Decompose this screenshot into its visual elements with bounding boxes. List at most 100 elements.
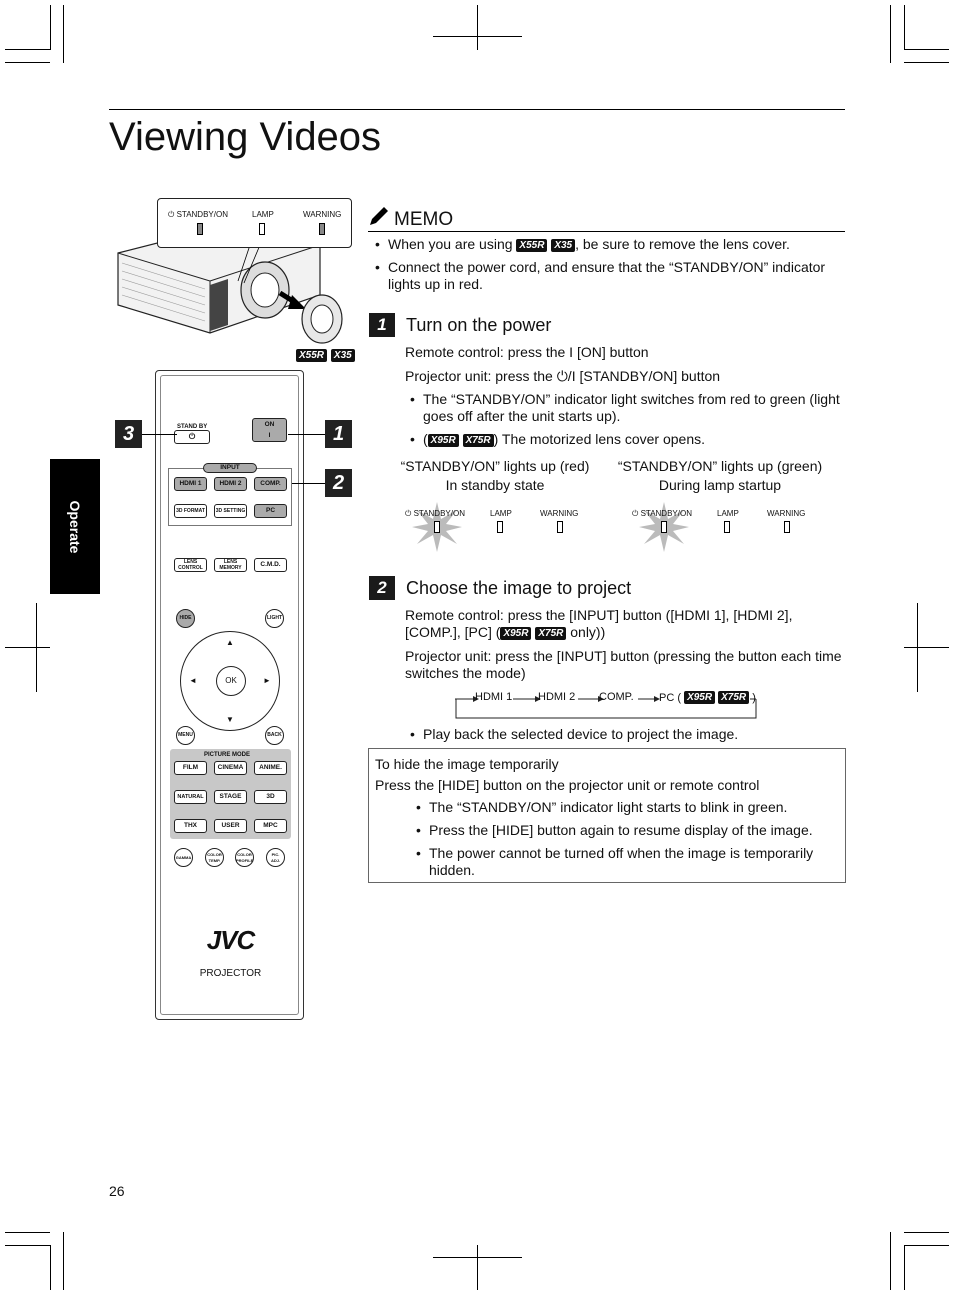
standby-label-text: STANDBY/ON [176,210,228,219]
hdmi2-button[interactable]: HDMI 2 [214,477,247,491]
side-tab: Operate [50,459,100,594]
down-arrow-icon[interactable]: ▼ [226,715,234,724]
hide-box-notes: The “STANDBY/ON” indicator light starts … [410,799,840,885]
light-button[interactable]: LIGHT [265,609,284,628]
3d-setting-button[interactable]: 3D SETTING [214,504,247,518]
lens-memory-button[interactable]: LENS MEMORY [214,558,247,572]
memo-item: When you are using X55R X35, be sure to … [369,236,845,253]
cycle-arrow [455,696,757,719]
model-badge: X55R [296,349,328,362]
ok-button[interactable]: OK [216,666,246,696]
right-arrow-icon[interactable]: ► [263,676,271,685]
model-badge: X95R [684,691,716,704]
remote-standby-label: STAND BY [177,424,208,430]
standby-indicator [434,521,440,533]
instruction-text: Remote control: press the [INPUT] button… [405,607,793,640]
standby-indicator [661,521,667,533]
memo-item-text: When you are using [388,236,517,252]
flow-pc-text: PC ( [659,692,681,704]
pencil-icon [370,207,388,225]
model-badge: X95R [427,434,459,447]
standby-label: ⏻ STANDBY/ON [405,509,465,518]
mpc-button[interactable]: MPC [254,819,287,833]
standby-state-indicators: ⏻ STANDBY/ON LAMP WARNING [400,500,590,555]
stage-button[interactable]: STAGE [214,790,247,804]
color-profile-button[interactable]: COLOR PROFILE [235,848,254,867]
warning-label: WARNING [303,210,342,219]
input-button[interactable]: INPUT [203,463,257,473]
hide-button[interactable]: HIDE [176,609,195,628]
anime-button[interactable]: ANIME. [254,761,287,775]
step1-notes: The “STANDBY/ON” indicator light switche… [404,391,846,454]
memo-list: When you are using X55R X35, be sure to … [369,236,845,299]
hide-image-box: To hide the image temporarily Press the … [368,748,846,883]
up-arrow-icon[interactable]: ▲ [226,638,234,647]
step2-notes: Play back the selected device to project… [404,726,846,749]
lamp-indicator [497,521,503,533]
model-badges: X55R X35 [296,346,355,362]
state-green-title: “STANDBY/ON” lights up (green) [617,458,823,474]
3d-format-button[interactable]: 3D FORMAT [174,504,207,518]
warning-indicator [319,223,325,235]
callout-3: 3 [115,420,142,448]
lens-control-button[interactable]: LENS CONTROL [174,558,207,572]
jvc-logo: JVC [206,925,256,955]
cinema-button[interactable]: CINEMA [214,761,247,775]
thx-button[interactable]: THX [174,819,207,833]
lamp-label: LAMP [490,509,512,518]
startup-state-indicators: ⏻ STANDBY/ON LAMP WARNING [627,500,817,555]
back-button[interactable]: BACK [265,726,284,745]
page-number: 26 [109,1183,125,1199]
pic-adj-button[interactable]: PIC. ADJ. [266,848,285,867]
picture-mode-label: PICTURE MODE [204,752,251,758]
film-button[interactable]: FILM [174,761,207,775]
hide-box-note: Press the [HIDE] button again to resume … [410,822,840,839]
memo-item: Connect the power cord, and ensure that … [369,259,845,293]
step2-projector-instruction: Projector unit: press the [INPUT] button… [405,648,842,681]
memo-header: MEMO [368,205,845,232]
comp-button[interactable]: COMP. [254,477,287,491]
callout-1: 1 [325,420,352,448]
hide-box-note: The “STANDBY/ON” indicator light starts … [410,799,840,816]
lamp-indicator [259,223,265,235]
hdmi1-button[interactable]: HDMI 1 [174,477,207,491]
note-text: ) The motorized lens cover opens. [493,431,705,447]
menu-button[interactable]: MENU [176,726,195,745]
natural-button[interactable]: NATURAL [174,790,207,804]
memo-label: MEMO [394,209,454,230]
state-red-title: “STANDBY/ON” lights up (red) [400,458,590,474]
step-number: 1 [369,313,395,337]
warning-indicator [784,521,790,533]
warning-label: WARNING [540,509,579,518]
model-badge: X35 [551,239,576,252]
instruction-text: only)) [566,624,606,640]
user-button[interactable]: USER [214,819,247,833]
callout-line [142,434,177,435]
step1-note: The “STANDBY/ON” indicator light switche… [404,391,846,425]
color-temp-button[interactable]: COLOR TEMP. [205,848,224,867]
note-text: ( [423,431,428,447]
remote-on-label: ON [264,421,275,428]
3d-mode-button[interactable]: 3D [254,790,287,804]
projector-drawing [117,224,343,344]
callout-2: 2 [325,469,352,497]
remote-standby-button[interactable]: ⏻ [174,430,210,444]
standby-label-text: STANDBY/ON [640,509,692,518]
memo-item-text: , be sure to remove the lens cover. [575,236,790,252]
standby-indicator [197,223,203,235]
flow-pc-text: ) [752,692,756,704]
cmd-button[interactable]: C.M.D. [254,558,287,572]
step-number: 2 [369,576,395,600]
callout-line [292,483,325,484]
page-title: Viewing Videos [109,115,382,159]
remote-product-label: PROJECTOR [199,968,262,979]
model-badge: X95R [500,627,532,640]
pc-button[interactable]: PC [254,504,287,518]
gamma-button[interactable]: GAMMA [174,848,193,867]
hide-box-instruction: Press the [HIDE] button on the projector… [375,777,760,793]
left-arrow-icon[interactable]: ◄ [189,676,197,685]
dpad[interactable]: ▲ ▼ ◄ ► OK [180,631,280,731]
step1-remote-instruction: Remote control: press the I [ON] button [405,344,649,360]
